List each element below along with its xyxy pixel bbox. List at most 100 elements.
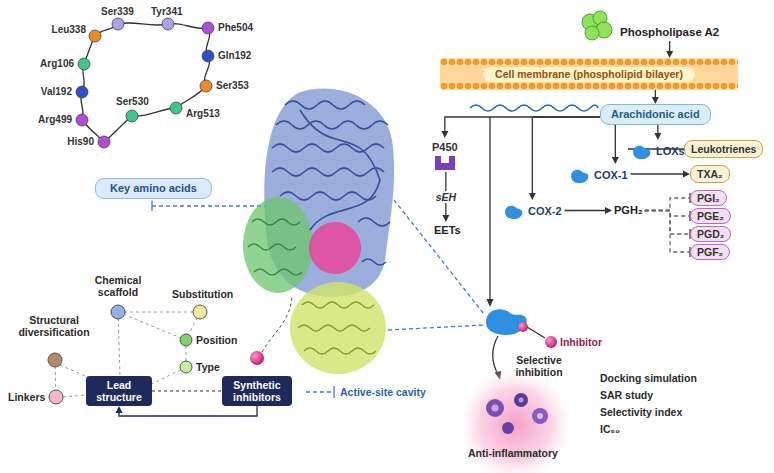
residue-label: Arg499 bbox=[38, 114, 72, 126]
annotation-label: Type bbox=[196, 361, 220, 373]
connector bbox=[441, 117, 600, 138]
protein-structure-part-part bbox=[285, 101, 365, 109]
phospholipase-icon-part bbox=[585, 26, 599, 40]
amino-acid-dot bbox=[76, 18, 214, 148]
node-text: PGI₂ bbox=[697, 192, 720, 204]
protein-structure-part-part bbox=[302, 302, 374, 308]
node-text: Lead structure bbox=[91, 379, 147, 403]
residue-label: Ser339 bbox=[101, 6, 134, 18]
product-box: TXA₂ bbox=[690, 165, 730, 183]
connector bbox=[654, 125, 661, 140]
connector-line bbox=[532, 117, 600, 195]
amino-acid-dot-part bbox=[76, 114, 88, 126]
protein-structure-part bbox=[290, 282, 386, 374]
amino-acid-dot-part bbox=[200, 80, 212, 92]
connector bbox=[152, 391, 222, 392]
connector bbox=[116, 406, 258, 416]
network-line-part bbox=[60, 365, 90, 378]
enzyme-node: P450 bbox=[430, 138, 460, 172]
cox2-bound-enzyme-part bbox=[545, 336, 557, 348]
pathway-arrow-part bbox=[527, 327, 545, 338]
amino-acid-dot-part bbox=[78, 58, 90, 70]
edge-label: sEH bbox=[434, 191, 458, 203]
anti-inflammatory-glow-part bbox=[455, 365, 575, 473]
residue-label: Arg513 bbox=[186, 108, 220, 120]
annotation-label: Active-site cavity bbox=[340, 386, 426, 398]
arrow-head bbox=[116, 406, 123, 413]
p450-shape bbox=[435, 156, 455, 170]
connector-line bbox=[119, 406, 257, 416]
protein-structure-part-part bbox=[272, 144, 384, 152]
node-text: PGF₂ bbox=[697, 246, 723, 258]
amino-acid-dot-part bbox=[202, 22, 214, 34]
amino-acid-dot-part bbox=[98, 136, 110, 148]
leader-line bbox=[152, 201, 266, 211]
leader-line-part bbox=[333, 386, 334, 398]
connector-line bbox=[645, 198, 690, 211]
node-text: Leukotrienes bbox=[691, 143, 756, 155]
annotation-label: Anti-inflammatory bbox=[468, 447, 558, 459]
residue-label: Ser353 bbox=[216, 80, 249, 92]
connector-line bbox=[645, 211, 690, 253]
feature-box: Key amino acids bbox=[95, 178, 212, 199]
protein-structure-part-part bbox=[300, 110, 380, 230]
anti-inflammatory-glow-part bbox=[492, 405, 499, 412]
network-dot-part bbox=[48, 353, 62, 367]
pathway-arrow-part bbox=[489, 117, 490, 300]
network-line-part bbox=[63, 395, 86, 397]
network-dot-part bbox=[193, 305, 207, 319]
network-line-part bbox=[118, 312, 120, 376]
protein-structure bbox=[243, 89, 394, 374]
arrow-head bbox=[605, 207, 612, 214]
connector bbox=[565, 207, 612, 214]
network-line-part bbox=[118, 312, 200, 313]
pathway-arrow bbox=[490, 117, 545, 374]
anti-inflammatory-glow-part bbox=[532, 408, 548, 424]
annotation-label: Structural diversification bbox=[12, 314, 96, 338]
node-text: P450 bbox=[432, 141, 458, 154]
annotation-label: Selective inhibition bbox=[508, 354, 570, 378]
protein-structure-part-part bbox=[254, 269, 302, 275]
enzyme-shape bbox=[633, 146, 650, 159]
node-text: Key amino acids bbox=[110, 182, 197, 195]
enzyme-shape bbox=[571, 170, 588, 183]
residue-label: Leu338 bbox=[52, 24, 86, 36]
residue-label: Gln192 bbox=[218, 50, 251, 62]
arachidonic-chain-part bbox=[470, 105, 598, 111]
amino-acid-dot-part bbox=[76, 86, 88, 98]
amino-acid-dot-part bbox=[170, 102, 182, 114]
protein-structure-part-part bbox=[358, 218, 390, 226]
arrow-head-part bbox=[487, 299, 494, 307]
node-text: Arachidonic acid bbox=[611, 108, 700, 121]
connector-line bbox=[631, 173, 685, 174]
node-text: COX-2 bbox=[528, 205, 562, 218]
node-text: PGH₂ bbox=[614, 204, 643, 217]
annotation-label: Linkers bbox=[8, 391, 45, 403]
network-dot-part bbox=[49, 390, 63, 404]
protein-structure-part bbox=[298, 302, 376, 354]
protein-structure-part bbox=[248, 219, 302, 275]
annotation-label: Selectivity index bbox=[600, 406, 682, 418]
membrane-band: Cell membrane (phospholipid bilayer) bbox=[440, 58, 738, 90]
network-dot-part bbox=[180, 334, 192, 346]
network-dot-part bbox=[111, 305, 125, 319]
enzyme-label: Phospholipase A2 bbox=[618, 24, 721, 41]
protein-structure-part bbox=[309, 222, 361, 274]
node-text: Phospholipase A2 bbox=[620, 26, 719, 39]
node-text: PGE₂ bbox=[697, 210, 724, 222]
leader-line-part bbox=[394, 200, 484, 314]
node-text: LOXs bbox=[656, 145, 685, 158]
product-text: EETs bbox=[432, 222, 463, 239]
connector-line bbox=[645, 211, 690, 235]
connector bbox=[645, 211, 690, 240]
leader-line bbox=[306, 200, 484, 398]
phospholipase-icon bbox=[582, 11, 612, 40]
protein-structure-part-part bbox=[304, 348, 376, 354]
arachidonic-chain bbox=[470, 105, 598, 111]
network-dot-part bbox=[180, 361, 192, 373]
annotation-label: Inhibitor bbox=[560, 336, 602, 348]
product-box: Leukotrienes bbox=[684, 140, 763, 158]
leader-line-part bbox=[306, 391, 334, 392]
enzyme-icon bbox=[503, 203, 525, 219]
